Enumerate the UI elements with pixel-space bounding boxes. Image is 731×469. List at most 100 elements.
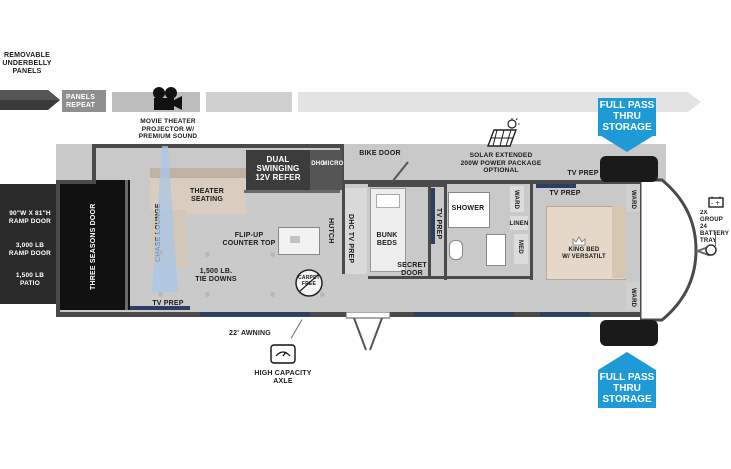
solar-label: SOLAR EXTENDED 200W POWER PACKAGE OPTION… [460,152,542,174]
bath-wall-left [444,184,447,280]
tie-down-6 [270,292,275,297]
dhc-label: DHC [311,161,325,167]
kitchen-counter [244,190,340,193]
tv-prep-bottom-3 [540,312,590,316]
battery-leader [715,232,716,246]
linen-cabinet [510,216,528,230]
front-cap [640,178,698,322]
bike-door-label: BIKE DOOR [359,150,401,157]
outer-wall-rear-vert [56,180,60,316]
storage-top-arrow [598,134,656,152]
bunk-pillow [376,194,400,208]
storage-bottom-arrow [598,352,656,370]
bunk-beds-label: BUNK BEDS [376,232,398,247]
front-storage-bottom [600,320,658,346]
theater-seating-back [150,168,246,178]
carpet-free-label: CARPET FREE [298,275,320,287]
bath-wall-right [530,184,533,280]
refrigerator [246,150,310,192]
tie-down-3 [205,252,210,257]
flip-up-counter-label: FLIP-UP COUNTER TOP [222,232,276,247]
bunk-wall-top [368,184,444,187]
bunk-wall-left [342,184,345,274]
outer-wall-left-step [92,144,96,184]
dhc-tv-prep-label: DHC TV PREP [347,214,354,264]
outer-wall-top-right [340,180,650,184]
wardrobe-top-label: WARD [630,190,636,210]
refer-label: DUAL SWINGING 12V REFER [255,155,301,182]
removable-panels-label: REMOVABLE UNDERBELLY PANELS [2,52,52,75]
tv-prep-bunk-label: TV PREP [435,208,442,240]
tie-down-4 [205,292,210,297]
king-bed-label: KING BED W/ VERSATILT [562,247,606,260]
axle-scale-icon [270,344,296,364]
ward-small-cabinet [510,186,524,212]
storage-bottom-label: FULL PASS THRU STORAGE [598,370,656,408]
axle-label: HIGH CAPACITY AXLE [254,370,312,385]
tie-down-7 [320,292,325,297]
tv-prep-bunk-strip [431,188,435,244]
med-label: MED [517,240,523,254]
three-seasons-door-label: THREE SEASONS DOOR [90,203,97,290]
entry-door [346,312,390,351]
tie-downs-label: 1,500 LB. TIE DOWNS [195,268,237,283]
micro-label: MICRO [322,161,344,167]
bath-wall-bottom [444,276,532,279]
projector-beam [152,146,178,292]
king-bed-headboard [612,206,626,278]
kitchen-sink [290,236,300,243]
secret-door-label: SECRET DOOR [397,262,427,277]
tv-prep-bottom-1 [200,312,310,316]
crown-icon [572,236,586,246]
solar-panel-icon [486,118,520,147]
shower-label: SHOWER [451,205,485,212]
front-storage-top [600,156,658,182]
ramp-door-rating-label: 3,000 LB RAMP DOOR [8,242,52,257]
tv-prep-living [130,306,190,310]
tie-down-2 [158,292,163,297]
panels-repeat-label: PANELS REPEAT [66,94,96,109]
med-cabinet [514,234,528,264]
hutch-label: HUTCH [327,218,334,244]
carpet-free-badge-icon [295,269,323,297]
tv-prep-bedroom-top [536,184,576,188]
garage-divider [125,180,128,310]
toilet [449,240,463,260]
tie-down-5 [270,252,275,257]
ramp-door-panel [0,184,58,304]
linen-label: LINEN [509,221,529,227]
three-seasons-door-panel [58,180,130,310]
bunk-wall-bottom [368,276,444,279]
outer-wall-top-left [92,144,342,148]
tv-prep-top-label: TV PREP [567,170,599,177]
awning-leader [290,319,303,339]
dhc-micro-cabinet [310,150,342,190]
movie-theater-label: MOVIE THEATER PROJECTOR W/ PREMIUM SOUND [138,118,198,140]
awning-label: 22' AWNING [229,330,271,337]
bike-door [391,161,409,183]
hitch-coupler-icon [705,244,717,256]
bath-sink [486,234,506,266]
ward-small-label: WARD [513,190,519,210]
battery-icon: - + [708,196,724,208]
ramp-door-size-label: 90"W x 81"H RAMP DOOR [8,210,52,225]
wardrobe-bottom-label: WARD [630,288,636,308]
tv-prep-living-label: TV PREP [152,300,184,307]
panels-repeat-box [62,90,106,112]
battery-label: 2X GROUP 24 BATTERY TRAY [700,210,729,244]
outer-wall-rear [56,180,96,184]
dhc-tv-prep-cabinet [345,188,367,274]
storage-top-label: FULL PASS THRU STORAGE [598,98,656,136]
bunk-wall-right [428,184,431,276]
removable-panel-arrow [0,90,60,110]
tie-down-1 [158,250,163,255]
svg-text:- +: - + [711,200,720,207]
movie-camera-icon [153,87,182,110]
patio-rating-label: 1,500 LB PATIO [15,272,45,287]
tv-prep-bed-label: TV PREP [549,190,581,197]
tv-prep-bottom-2 [414,312,514,316]
theater-seating-label: THEATER SEATING [190,188,224,203]
shower [448,192,490,228]
slide-wall-right [340,144,344,184]
